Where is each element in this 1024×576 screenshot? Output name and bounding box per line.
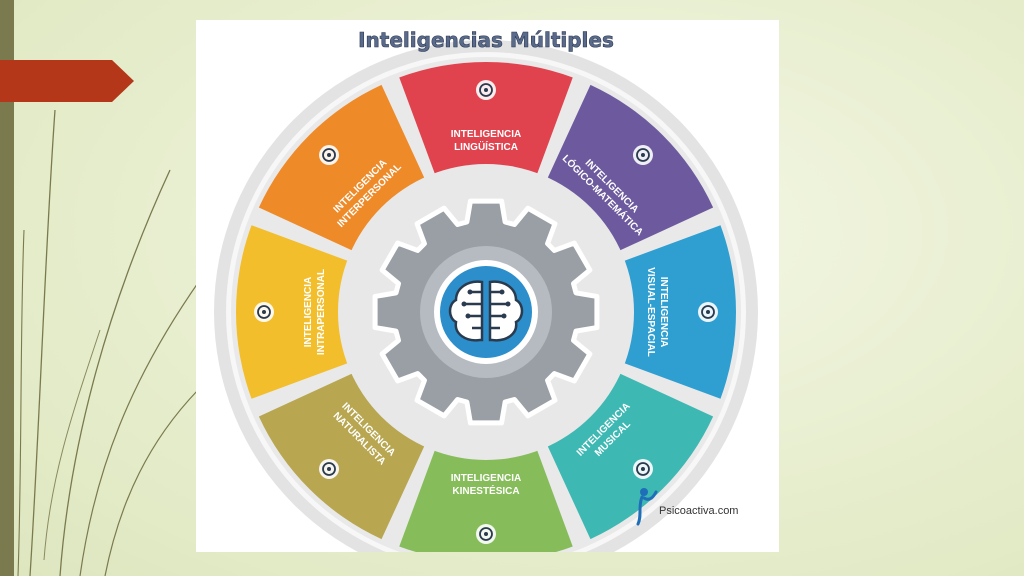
psicoactiva-logo [636,488,658,526]
cubes-icon [698,302,718,322]
segment-label-line2: LINGÜÍSTICA [454,140,518,153]
globe-icon [319,458,340,479]
headphones-icon [632,458,653,479]
segment-label-line2: KINESTÉSICA [452,484,519,497]
accent-arrow-tab [0,60,134,102]
slide-left-bar [0,0,14,576]
diagram-title: Inteligencias Múltiples [358,28,614,52]
head-question-icon [254,302,274,322]
segment-label-line2: VISUAL-ESPACIAL [645,267,656,357]
person-icon [476,524,496,544]
segment-label-line1: INTELIGENCIA [451,129,522,140]
people-icon [319,145,340,166]
book-icon [476,80,496,100]
segment-label-line1: INTELIGENCIA [658,277,669,348]
intelligence-wheel: INTELIGENCIALINGÜÍSTICAINTELIGENCIALÓGIC… [214,28,758,552]
segment-label-line1: INTELIGENCIA [303,277,314,348]
segment-label-line1: INTELIGENCIA [451,473,522,484]
footer-brand-text: Psicoactiva.com [659,505,738,517]
segment-label-line2: INTRAPERSONAL [316,269,327,355]
gear-head-icon [632,145,653,166]
decorative-lines [17,109,201,576]
brain-icon [448,280,524,342]
